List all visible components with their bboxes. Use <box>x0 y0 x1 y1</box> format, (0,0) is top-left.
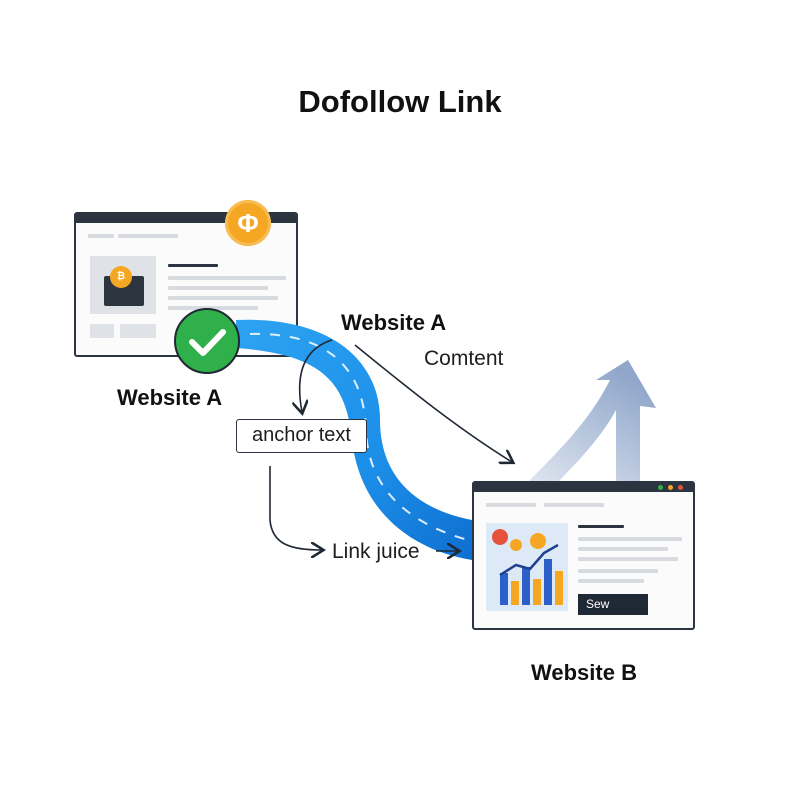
text-line <box>168 286 268 290</box>
website-b-label: Website B <box>531 660 637 685</box>
text-line <box>578 579 644 583</box>
bar-chart-icon <box>492 529 563 605</box>
text-line <box>168 306 258 310</box>
sew-button[interactable]: Sew <box>578 594 648 615</box>
small-coin-icon: ₿ <box>110 266 132 288</box>
website-a-top-label: Website A <box>341 310 447 335</box>
nav-bar-placeholder <box>544 503 604 507</box>
arrow-to-anchor <box>300 339 333 412</box>
website-b-browser: Sew <box>472 481 695 630</box>
thumb-placeholder <box>90 324 114 338</box>
browser-titlebar <box>76 214 296 223</box>
browser-titlebar <box>474 483 693 492</box>
thumb-placeholder <box>120 324 156 338</box>
text-line <box>168 296 278 300</box>
window-dot-icon <box>668 485 673 490</box>
arrow-to-website-b <box>354 344 512 462</box>
window-dot-icon <box>678 485 683 490</box>
website-a-label: Website A <box>117 385 223 410</box>
stream-dashes <box>249 332 469 541</box>
text-line <box>578 569 658 573</box>
anchor-text-box: anchor text <box>236 419 367 453</box>
text-line <box>168 276 286 280</box>
heading-line <box>168 264 218 267</box>
page-title: Dofollow Link <box>298 84 502 119</box>
arrow-to-link-juice <box>269 466 322 550</box>
text-line <box>578 537 682 541</box>
text-line <box>578 547 668 551</box>
checkmark-icon <box>174 308 240 374</box>
nav-bar-placeholder <box>118 234 178 238</box>
heading-line <box>578 525 624 528</box>
link-juice-label: Link juice <box>332 540 420 563</box>
window-dot-icon <box>658 485 663 490</box>
content-label: Comtent <box>424 347 504 370</box>
nav-bar-placeholder <box>486 503 536 507</box>
text-line <box>578 557 678 561</box>
phi-coin-icon: Φ <box>225 200 271 246</box>
nav-bar-placeholder <box>88 234 114 238</box>
